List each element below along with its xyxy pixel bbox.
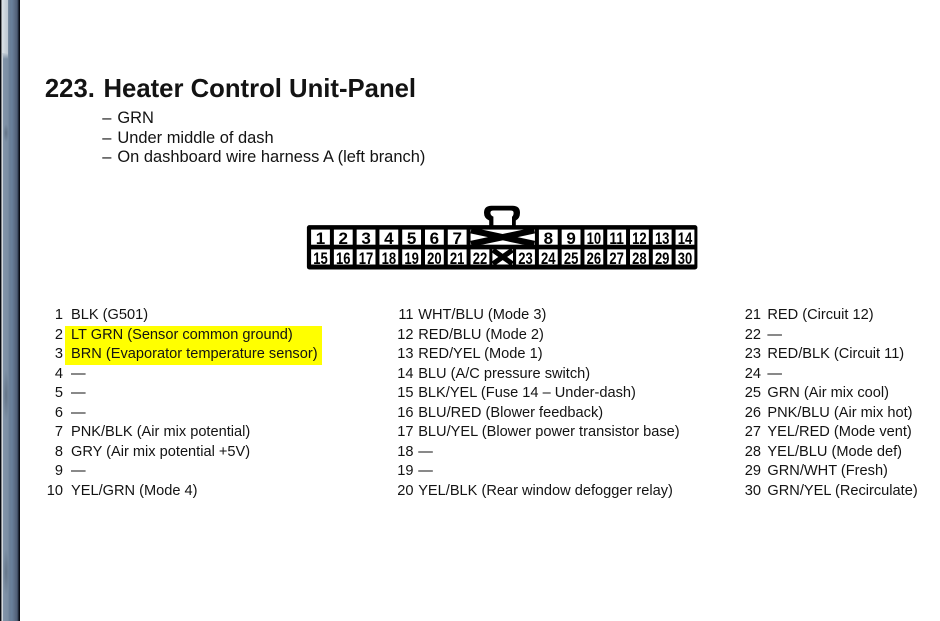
svg-text:20: 20 [427, 249, 442, 268]
svg-text:18: 18 [382, 249, 397, 268]
svg-text:25: 25 [564, 249, 579, 268]
svg-text:21: 21 [450, 249, 465, 268]
svg-text:14: 14 [678, 229, 693, 248]
svg-text:19: 19 [404, 249, 419, 268]
svg-text:29: 29 [655, 249, 670, 268]
svg-text:9: 9 [566, 229, 575, 248]
svg-text:4: 4 [384, 229, 394, 248]
svg-text:6: 6 [430, 229, 439, 248]
svg-text:27: 27 [609, 249, 624, 268]
svg-text:8: 8 [544, 229, 553, 248]
svg-text:16: 16 [336, 249, 351, 268]
svg-text:13: 13 [655, 229, 670, 248]
svg-text:2: 2 [339, 229, 348, 248]
svg-text:24: 24 [541, 249, 556, 268]
svg-text:23: 23 [518, 249, 533, 268]
svg-text:5: 5 [407, 229, 416, 248]
svg-text:17: 17 [359, 249, 374, 268]
svg-text:1: 1 [316, 229, 325, 248]
svg-text:30: 30 [678, 249, 693, 268]
svg-text:15: 15 [313, 249, 328, 268]
svg-text:28: 28 [632, 249, 647, 268]
svg-text:22: 22 [473, 249, 488, 268]
svg-text:7: 7 [452, 229, 461, 248]
svg-text:26: 26 [587, 249, 602, 268]
svg-text:12: 12 [632, 229, 647, 248]
svg-text:11: 11 [609, 229, 624, 248]
svg-text:3: 3 [361, 229, 370, 248]
svg-text:10: 10 [587, 229, 602, 248]
